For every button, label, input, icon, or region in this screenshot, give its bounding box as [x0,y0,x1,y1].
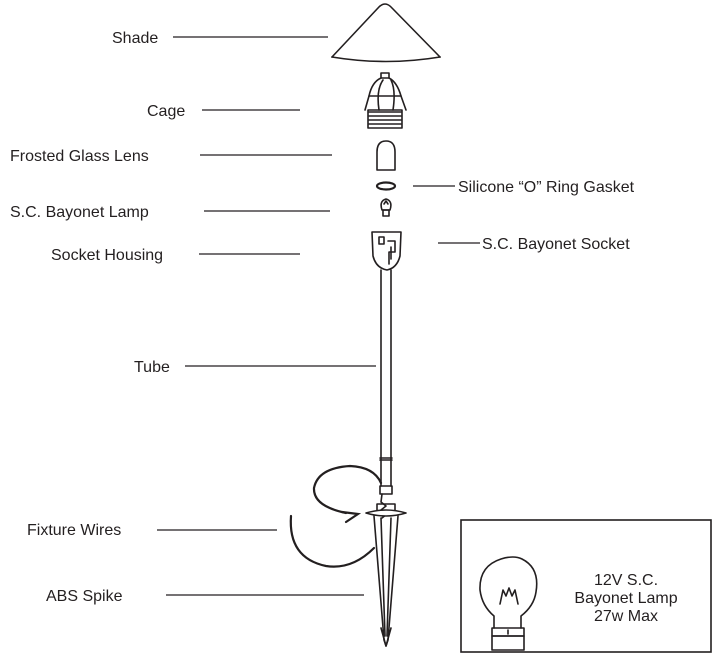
fixture-wires-label: Fixture Wires [27,522,121,539]
cage-label: Cage [147,103,185,120]
bayonet-lamp-label: S.C. Bayonet Lamp [10,204,149,221]
bulb-icon [479,556,538,651]
fixture-wires-part [289,464,388,568]
o-ring-gasket-part [375,181,397,191]
abs-spike-part [365,503,407,647]
lamp-spec-line-3: 27w Max [594,608,658,625]
frosted-glass-lens-part [376,140,396,171]
bayonet-socket-label: S.C. Bayonet Socket [482,236,630,253]
shade-label: Shade [112,30,158,47]
tube-label: Tube [134,359,170,376]
lamp-spec-box: 12V S.C. Bayonet Lamp 27w Max [460,519,712,653]
abs-spike-label: ABS Spike [46,588,123,605]
lamp-spec-line-2: Bayonet Lamp [574,590,677,607]
cage-part [364,72,407,129]
lamp-spec-line-1: 12V S.C. [594,572,658,589]
tube-part [379,269,393,495]
bayonet-lamp-part [380,198,392,217]
o-ring-gasket-label: Silicone “O” Ring Gasket [458,179,635,196]
shade-part [331,3,441,63]
socket-housing-part [371,231,402,271]
socket-housing-label: Socket Housing [51,247,163,264]
frosted-glass-lens-label: Frosted Glass Lens [10,148,149,165]
